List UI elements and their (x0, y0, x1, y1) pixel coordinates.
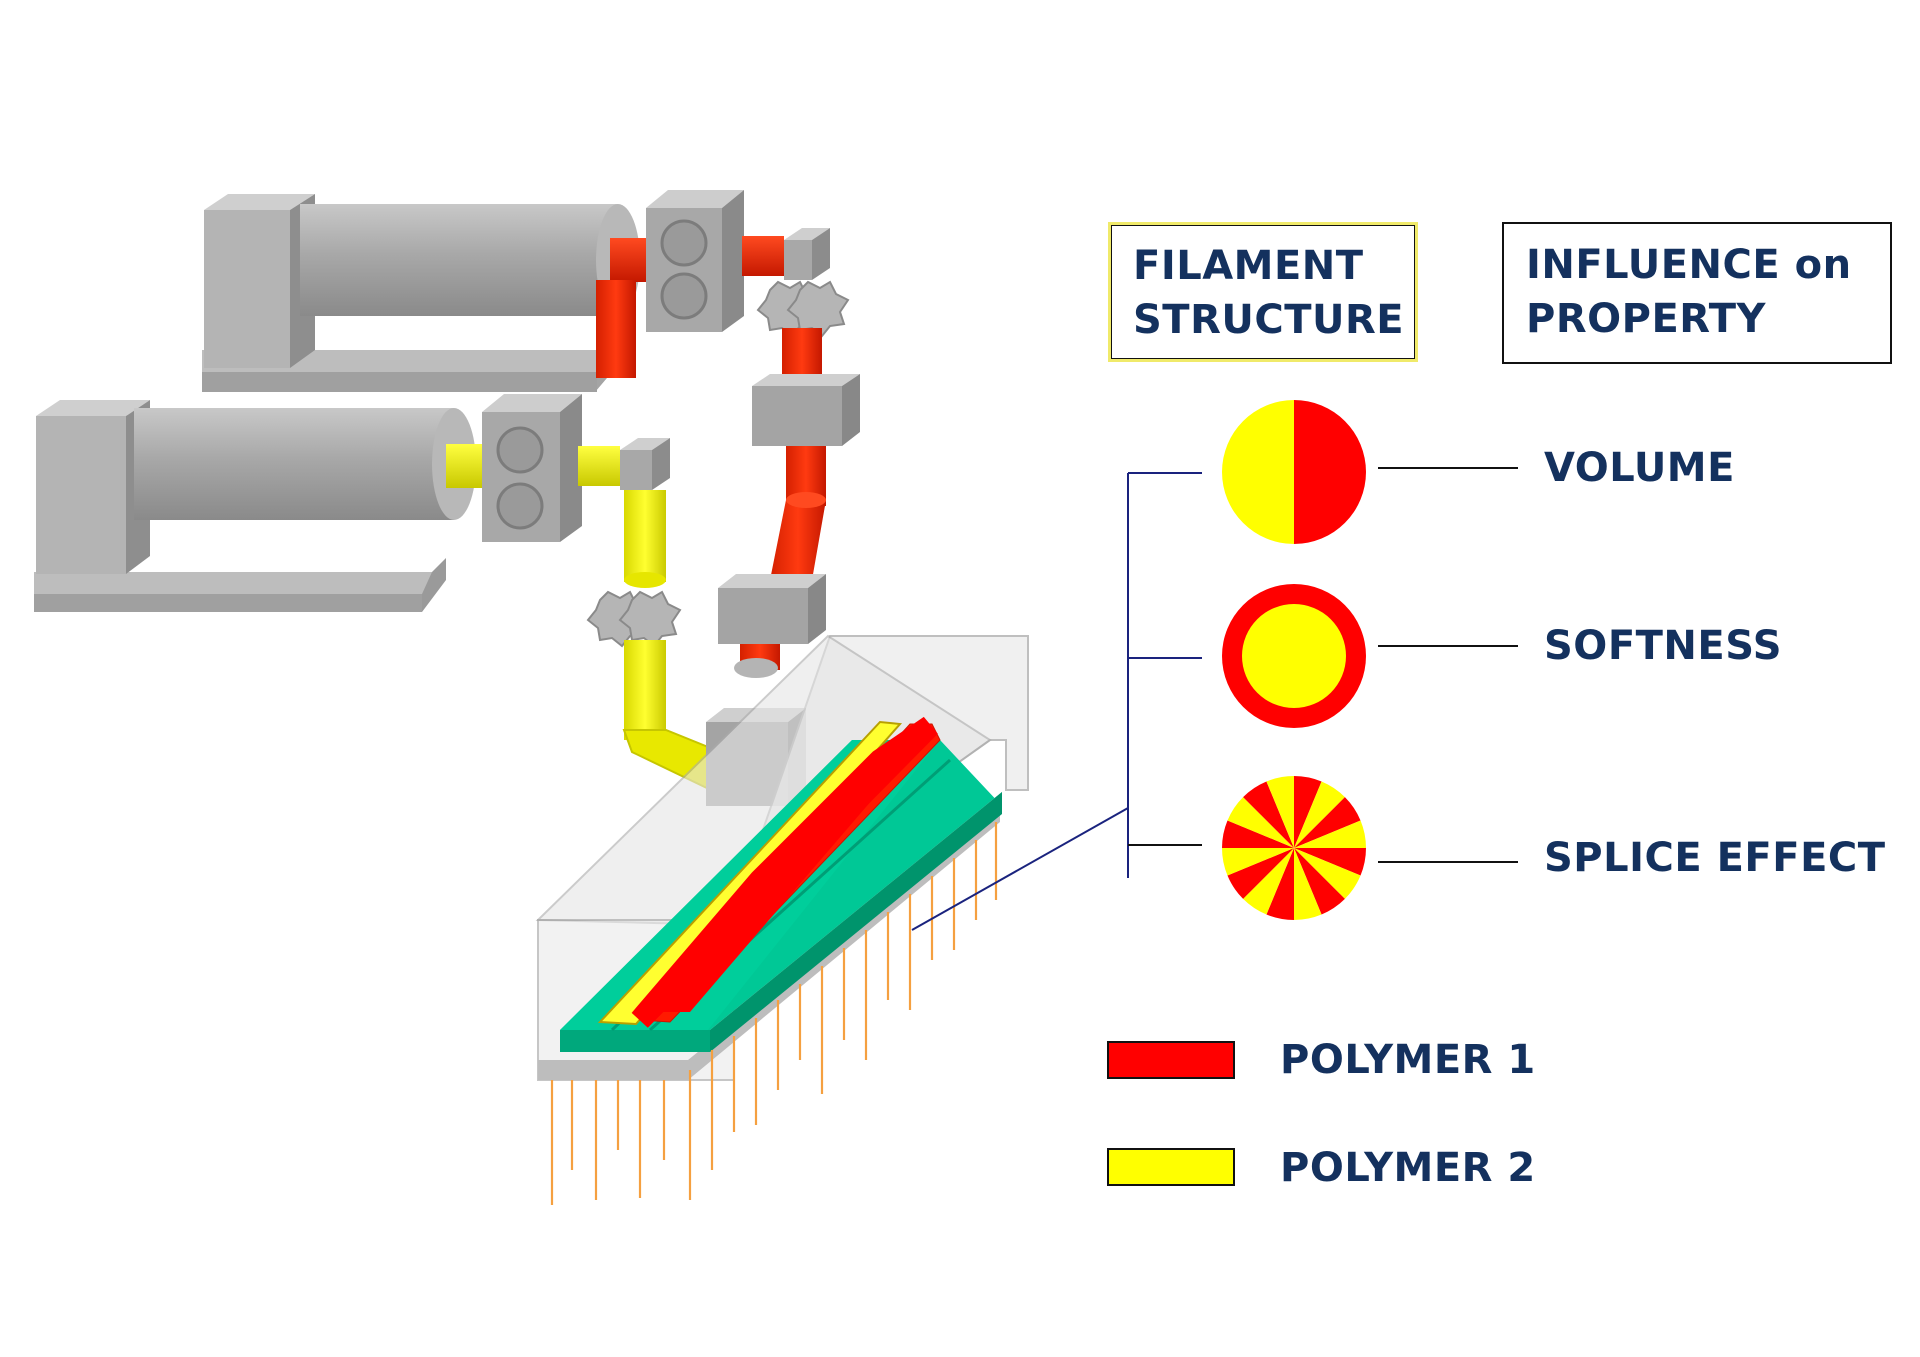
splice-segment (1294, 781, 1345, 848)
splice-segment (1266, 776, 1294, 848)
property-label-volume: VOLUME (1544, 445, 1735, 491)
header-line-1: INFLUENCE on (1526, 242, 1852, 288)
splice-segment (1294, 848, 1361, 899)
influence-property-header: INFLUENCE on PROPERTY (1502, 222, 1892, 364)
legend-swatch-polymer-1 (1107, 1041, 1235, 1079)
property-label-splice-effect: SPLICE EFFECT (1544, 835, 1886, 881)
splice-segment (1294, 797, 1361, 848)
splice-segment (1294, 820, 1366, 848)
splice-segment (1227, 797, 1294, 848)
header-line-2: PROPERTY (1526, 296, 1767, 342)
splice-segment (1227, 848, 1294, 899)
splice-segment (1294, 848, 1345, 915)
splice-segment (1222, 848, 1294, 876)
connector-bracket (911, 472, 1202, 931)
splice-segment (1294, 848, 1366, 876)
extruder-upper (202, 190, 860, 678)
splice-segment (1222, 820, 1294, 848)
legend-swatch-polymer-2 (1107, 1148, 1235, 1186)
legend-label-polymer-2: POLYMER 2 (1280, 1145, 1536, 1191)
header-line-1: FILAMENT (1133, 243, 1364, 289)
property-label-softness: SOFTNESS (1544, 623, 1783, 669)
header-line-2: STRUCTURE (1133, 297, 1405, 343)
filament-structure-header: FILAMENT STRUCTURE (1108, 222, 1418, 362)
extruder-lower (34, 394, 806, 806)
cross-section-volume (1222, 400, 1366, 544)
property-lines (1378, 467, 1518, 863)
cross-section-softness (1222, 584, 1366, 728)
legend-label-polymer-1: POLYMER 1 (1280, 1037, 1536, 1083)
splice-segment (1266, 848, 1294, 920)
cross-section-splice-effect (1222, 776, 1366, 920)
splice-segment (1294, 848, 1322, 920)
splice-segment (1294, 776, 1322, 848)
splice-segment (1243, 781, 1294, 848)
filament-structure-title: FILAMENT STRUCTURE (1133, 239, 1404, 347)
spinneret-assembly (535, 634, 1029, 1205)
splice-segment (1243, 848, 1294, 915)
influence-property-title: INFLUENCE on PROPERTY (1526, 238, 1852, 346)
